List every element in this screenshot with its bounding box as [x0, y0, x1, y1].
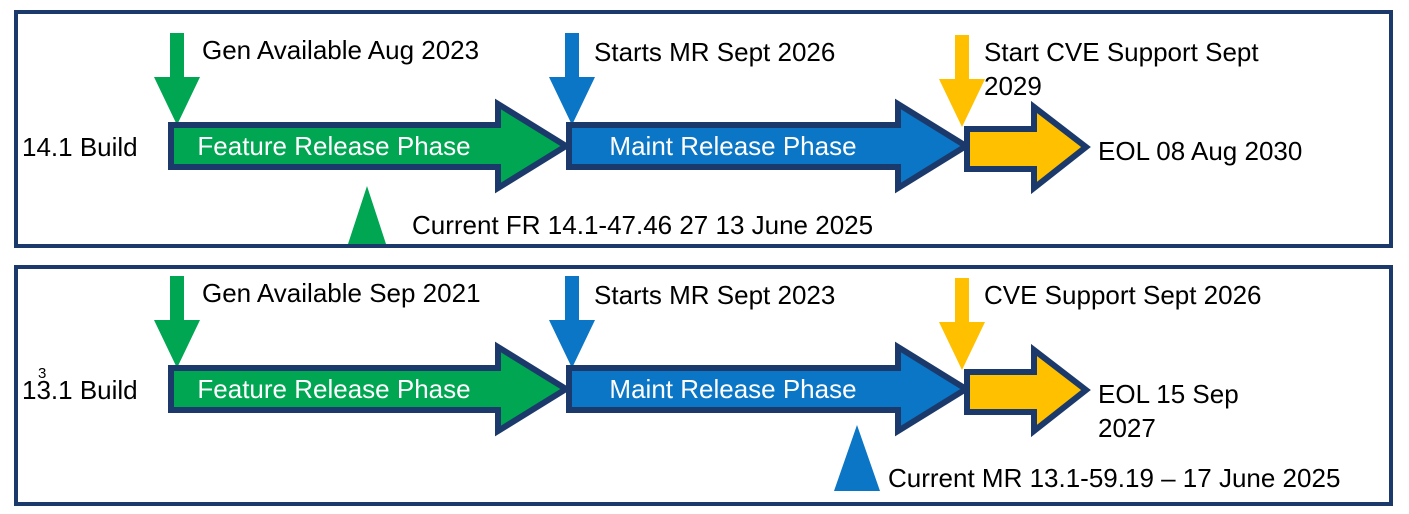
mr-milestone-label: Starts MR Sept 2023 — [594, 280, 836, 310]
current-release-label: Current FR 14.1-47.46 27 13 June 2025 — [412, 210, 874, 240]
feature-phase-arrow: Feature Release Phase — [168, 341, 572, 437]
cve-milestone-label: CVE Support Sept 2026 — [984, 280, 1262, 310]
eol-arrow — [964, 343, 1091, 438]
cve-milestone-down-arrow-icon — [939, 278, 985, 370]
cve-milestone-down-arrow-icon — [939, 35, 985, 127]
ga-milestone-label: Gen Available Aug 2023 — [202, 35, 480, 65]
mr-milestone-down-arrow-icon — [549, 276, 595, 368]
maint-phase-label: Maint Release Phase — [609, 130, 857, 161]
ga-milestone-label: Gen Available Sep 2021 — [202, 278, 481, 308]
build-footnote-superscript: 3 — [38, 365, 47, 382]
build-label: 14.1 Build — [22, 132, 138, 162]
eol-label: EOL 08 Aug 2030 — [1098, 136, 1303, 166]
panel-content: 13.1 Build 3 Gen Available Sep 2021 Star… — [18, 257, 1389, 502]
feature-phase-label: Feature Release Phase — [197, 373, 471, 404]
cve-milestone-label: Start CVE Support Sept 2029 — [984, 37, 1259, 101]
current-release-up-triangle-icon — [834, 425, 880, 491]
maint-phase-arrow: Maint Release Phase — [566, 341, 972, 437]
eol-label: EOL 15 Sep 2027 — [1098, 379, 1239, 443]
ga-milestone-down-arrow-icon — [154, 33, 200, 125]
build-label: 13.1 Build — [22, 375, 138, 405]
mr-milestone-label: Starts MR Sept 2026 — [594, 37, 836, 67]
panel-content: 14.1 Build Gen Available Aug 2023 Starts… — [18, 14, 1389, 244]
eol-arrow — [964, 100, 1091, 195]
ga-milestone-down-arrow-icon — [154, 276, 200, 368]
mr-milestone-down-arrow-icon — [549, 33, 595, 125]
maint-phase-arrow: Maint Release Phase — [566, 98, 972, 194]
build-panel-13-1: 13.1 Build 3 Gen Available Sep 2021 Star… — [14, 265, 1393, 506]
maint-phase-label: Maint Release Phase — [609, 373, 857, 404]
current-release-label: Current MR 13.1-59.19 – 17 June 2025 — [888, 463, 1341, 493]
build-panel-14-1: 14.1 Build Gen Available Aug 2023 Starts… — [14, 10, 1393, 248]
feature-phase-label: Feature Release Phase — [197, 130, 471, 161]
current-release-up-triangle-icon — [348, 186, 386, 244]
feature-phase-arrow: Feature Release Phase — [168, 98, 572, 194]
